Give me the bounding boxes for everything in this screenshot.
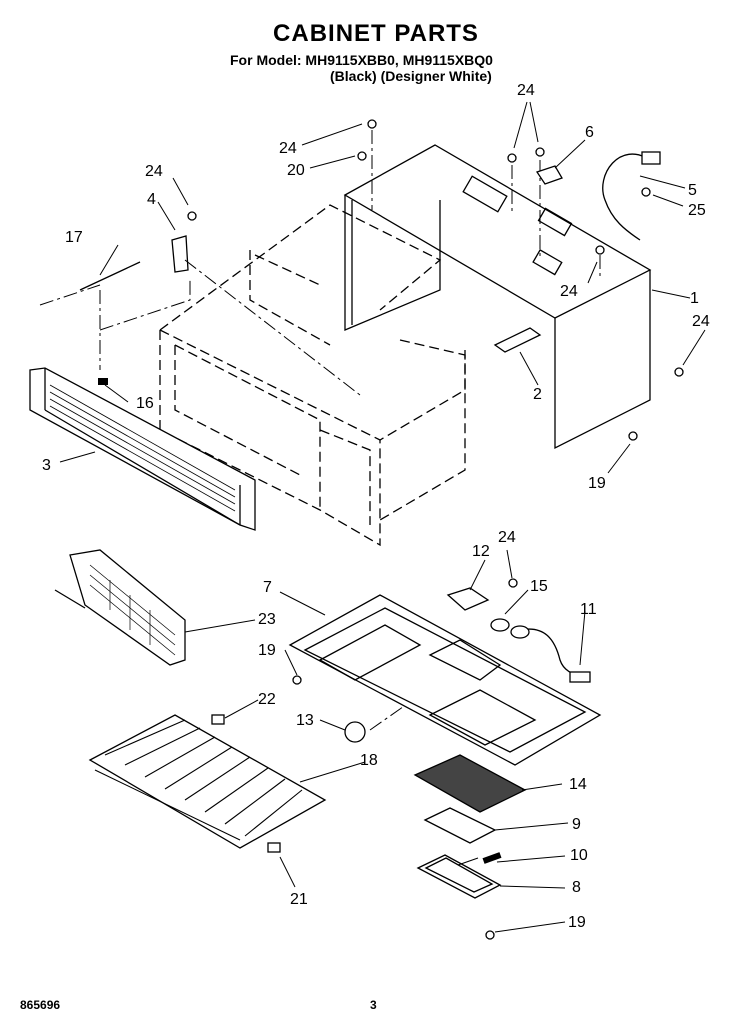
callout-label: 19 xyxy=(568,914,586,931)
callout-label: 24 xyxy=(517,82,535,99)
callout-label: 24 xyxy=(560,283,578,300)
lens-frame xyxy=(416,854,502,899)
callout-label: 1 xyxy=(690,290,699,307)
callout-label: 11 xyxy=(580,601,597,618)
callout-label: 4 xyxy=(147,191,156,208)
callout-label: 8 xyxy=(572,879,581,896)
callout-label: 21 xyxy=(290,891,308,908)
callout-label: 15 xyxy=(530,578,548,595)
callout-label: 14 xyxy=(569,776,587,793)
page-number: 3 xyxy=(370,998,377,1012)
callout-label: 24 xyxy=(692,313,710,330)
document-number: 865696 xyxy=(20,998,61,1012)
callout-label: 17 xyxy=(65,229,83,246)
callout-label: 25 xyxy=(688,202,706,219)
callout-label: 12 xyxy=(472,543,490,560)
charcoal-filter xyxy=(413,754,527,813)
callout-label: 20 xyxy=(287,162,305,179)
callout-label: 9 xyxy=(572,816,581,833)
color-line: (Black) (Designer White) xyxy=(330,68,492,84)
callout-label: 3 xyxy=(42,457,51,474)
power-cord xyxy=(602,153,651,241)
callout-label: 24 xyxy=(498,529,516,546)
callout-label: 19 xyxy=(258,642,276,659)
callout-label: 24 xyxy=(279,140,297,157)
oven-rack xyxy=(88,714,327,849)
front-grille xyxy=(29,367,256,531)
inner-cavity xyxy=(159,204,466,547)
model-line: For Model: MH9115XBB0, MH9115XBQ0 xyxy=(230,52,493,68)
filter-panel xyxy=(54,549,186,666)
callout-label: 13 xyxy=(296,712,314,729)
light-lens xyxy=(423,807,497,844)
callout-label: 19 xyxy=(588,475,606,492)
callout-labels: 1 2 3 4 5 6 7 8 9 10 11 12 13 14 15 16 1… xyxy=(42,82,710,931)
callout-label: 18 xyxy=(360,752,378,769)
callout-label: 16 xyxy=(136,395,154,412)
callout-label: 2 xyxy=(533,386,542,403)
callout-label: 23 xyxy=(258,611,276,628)
callout-label: 5 xyxy=(688,182,697,199)
bottom-plate xyxy=(288,594,602,766)
callout-label: 24 xyxy=(145,163,163,180)
callout-label: 10 xyxy=(570,847,588,864)
callout-label: 6 xyxy=(585,124,594,141)
light-bulb xyxy=(344,721,366,743)
callout-label: 22 xyxy=(258,691,276,708)
outer-cabinet xyxy=(343,144,652,450)
page-title: CABINET PARTS xyxy=(273,20,479,47)
callout-label: 7 xyxy=(263,579,272,596)
